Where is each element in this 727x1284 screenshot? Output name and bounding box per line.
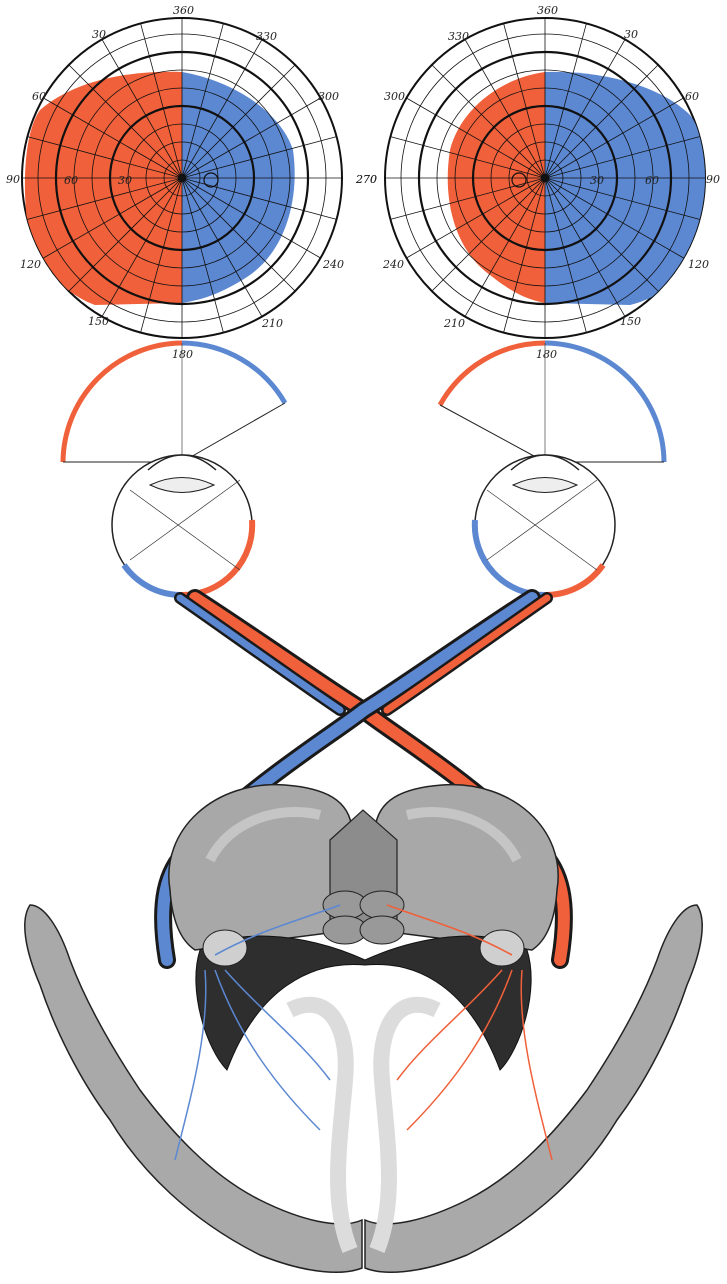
degree-label: 210 [261,317,283,330]
degree-label: 360 [537,4,558,17]
eccentricity-label: 60 [645,174,659,187]
degree-label: 150 [88,315,109,328]
degree-label: 330 [256,30,277,43]
brain-icon [169,785,558,1070]
degree-label: 210 [443,317,465,330]
degree-label: 240 [322,258,344,271]
eccentricity-label: 60 [64,174,78,187]
degree-label: 30 [92,28,106,41]
right-visual-field-chart: 360 330 30 300 60 270 90 240 120 210 150… [355,4,720,361]
degree-label: 60 [32,90,46,103]
left-visual-field-chart: 360 30 330 60 300 90 270 120 240 150 210… [6,4,377,361]
degree-label: 300 [318,90,339,103]
left-eye-icon [112,455,252,595]
eccentricity-label: 30 [118,174,132,187]
right-eye-icon [475,455,615,595]
degree-label: 240 [382,258,404,271]
fixation-point [178,174,186,182]
degree-label: 90 [6,173,20,186]
degree-label: 30 [624,28,638,41]
eccentricity-label: 30 [590,174,604,187]
degree-label: 330 [448,30,469,43]
degree-label: 120 [20,258,41,271]
degree-label: 90 [706,173,720,186]
degree-label: 180 [536,348,557,361]
degree-label: 270 [355,173,377,186]
degree-label: 60 [685,90,699,103]
degree-label: 180 [172,348,193,361]
fixation-point [541,174,549,182]
degree-label: 120 [688,258,709,271]
degree-label: 300 [384,90,405,103]
left-field-nasal-area [25,72,182,305]
degree-label: 360 [173,4,194,17]
degree-label: 150 [620,315,641,328]
